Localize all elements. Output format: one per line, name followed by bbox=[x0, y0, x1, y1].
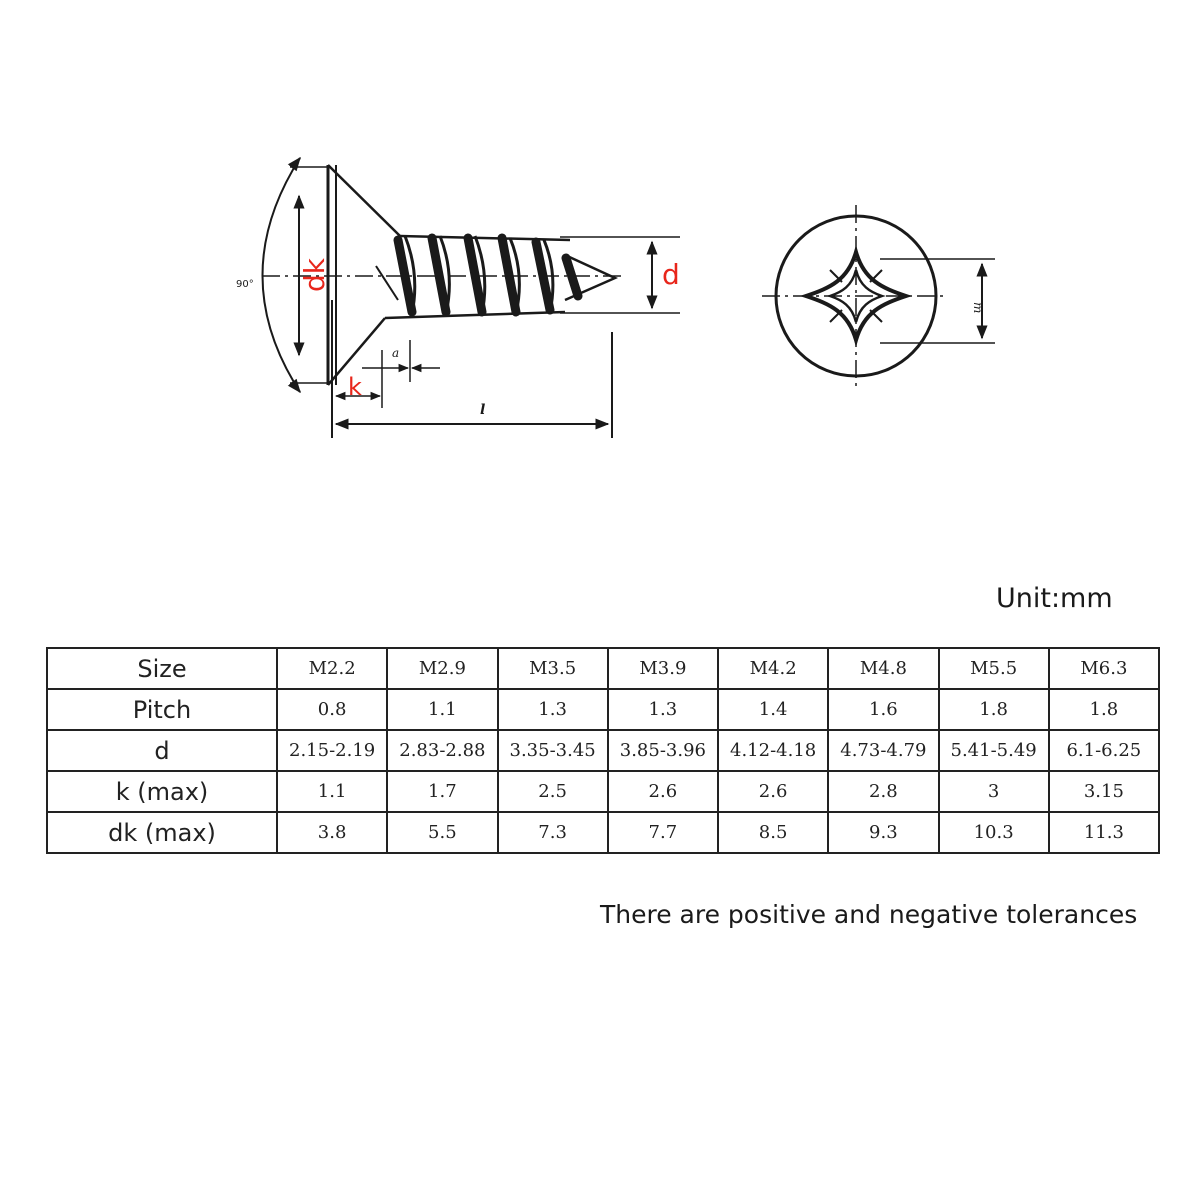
table-cell: 2.5 bbox=[496, 770, 609, 813]
table-cell: 1.6 bbox=[827, 688, 940, 731]
unit-label: Unit:mm bbox=[996, 583, 1113, 614]
table-cell: 3.15 bbox=[1047, 770, 1161, 813]
dk-label: dk bbox=[298, 257, 331, 292]
table-cell: M3.9 bbox=[606, 647, 720, 690]
row-header: Pitch bbox=[46, 688, 278, 731]
table-cell: 10.3 bbox=[937, 811, 1050, 854]
table-cell: M4.8 bbox=[827, 647, 940, 690]
table-cell: 1.4 bbox=[716, 688, 830, 731]
angle-label: 90° bbox=[236, 279, 254, 290]
screw-drawing: dk d k a l 90° m bbox=[236, 156, 995, 438]
table-cell: 6.1-6.25 bbox=[1047, 729, 1161, 772]
l-label: l bbox=[480, 402, 485, 418]
table-cell: 1.1 bbox=[386, 688, 499, 731]
table-cell: 1.3 bbox=[606, 688, 720, 731]
table-cell: 2.6 bbox=[716, 770, 830, 813]
row-header: d bbox=[46, 729, 278, 772]
row-header: dk (max) bbox=[46, 811, 278, 854]
table-cell: 2.8 bbox=[827, 770, 940, 813]
table-cell: M6.3 bbox=[1047, 647, 1161, 690]
table-cell: 7.7 bbox=[606, 811, 720, 854]
table-cell: 8.5 bbox=[716, 811, 830, 854]
table-cell: M2.9 bbox=[386, 647, 499, 690]
m-label: m bbox=[971, 302, 985, 313]
table-cell: 3.8 bbox=[275, 811, 389, 854]
table-cell: 5.41-5.49 bbox=[937, 729, 1050, 772]
table-cell: 1.3 bbox=[496, 688, 609, 731]
table-cell: 0.8 bbox=[275, 688, 389, 731]
screw-top-view bbox=[762, 205, 995, 388]
table-cell: 7.3 bbox=[496, 811, 609, 854]
a-label: a bbox=[392, 346, 399, 360]
table-cell: 4.12-4.18 bbox=[716, 729, 830, 772]
table-cell: 11.3 bbox=[1047, 811, 1161, 854]
table-cell: 1.7 bbox=[386, 770, 499, 813]
table-cell: 9.3 bbox=[827, 811, 940, 854]
screw-side-view bbox=[261, 156, 680, 438]
table-cell: 5.5 bbox=[386, 811, 499, 854]
table-cell: M5.5 bbox=[937, 647, 1050, 690]
table-cell: M4.2 bbox=[716, 647, 830, 690]
table-cell: 4.73-4.79 bbox=[827, 729, 940, 772]
table-cell: 3 bbox=[937, 770, 1050, 813]
table-cell: M3.5 bbox=[496, 647, 609, 690]
row-header: k (max) bbox=[46, 770, 278, 813]
table-cell: 1.8 bbox=[937, 688, 1050, 731]
table-cell: M2.2 bbox=[275, 647, 389, 690]
tolerance-note: There are positive and negative toleranc… bbox=[600, 900, 1138, 929]
d-label: d bbox=[662, 258, 680, 291]
table-cell: 3.35-3.45 bbox=[496, 729, 609, 772]
table-cell: 2.15-2.19 bbox=[275, 729, 389, 772]
row-header: Size bbox=[46, 647, 278, 690]
table-cell: 1.1 bbox=[275, 770, 389, 813]
table-cell: 2.6 bbox=[606, 770, 720, 813]
k-label: k bbox=[348, 373, 362, 401]
table-cell: 3.85-3.96 bbox=[606, 729, 720, 772]
table-cell: 2.83-2.88 bbox=[386, 729, 499, 772]
table-cell: 1.8 bbox=[1047, 688, 1161, 731]
